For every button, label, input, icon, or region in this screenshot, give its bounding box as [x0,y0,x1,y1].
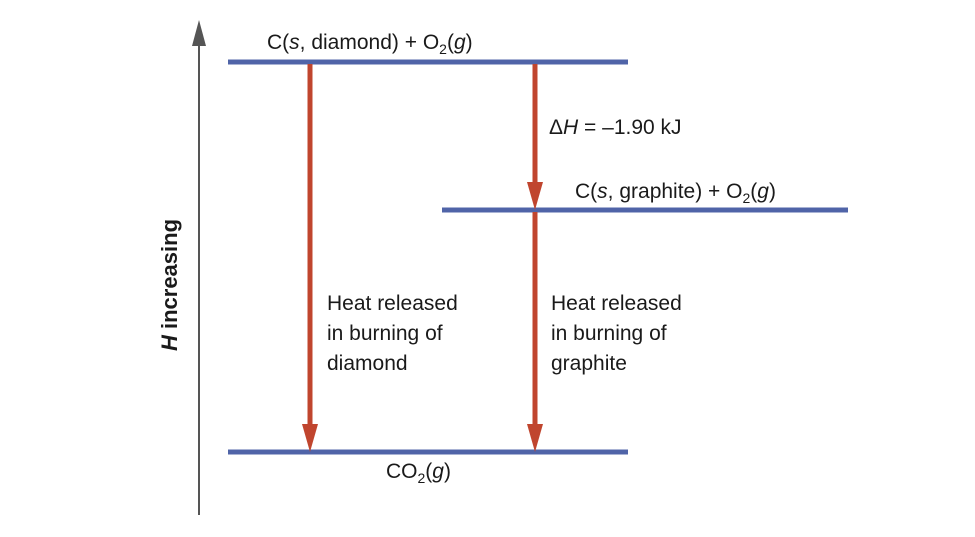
delta-h-label: ΔH = –1.90 kJ [549,113,682,143]
annotation-line: Heat released [551,292,682,315]
graphite-label-state: s [597,180,608,203]
annotation-line: diamond [327,352,408,375]
graphite-heat-released-annotation: Heat released in burning of graphite [551,289,741,379]
annotation-line: in burning of [327,322,443,345]
annotation-line: in burning of [551,322,667,345]
diamond-label-paren-open: ( [446,31,454,54]
diamond-label-subscript: 2 [439,41,447,57]
diamond-combustion-arrowhead [302,424,318,452]
enthalpy-symbol: H [157,335,182,352]
delta-symbol: Δ [549,116,564,139]
diamond-label-middle: , diamond) + O [299,31,440,54]
graphite-label-carbon: C( [575,180,598,203]
co2-label-subscript: 2 [417,470,426,486]
enthalpy-axis-label-text: increasing [157,218,182,336]
graphite-label-phase: g [757,180,769,203]
diamond-label-state: s [289,31,300,54]
diamond-label-phase: g [453,31,466,54]
delta-h-arrowhead [527,182,543,210]
co2-label-paren-close: ) [443,460,451,483]
co2-label-paren-open: ( [425,460,433,483]
delta-h-variable: H [563,116,579,139]
co2-label-phase: g [432,460,444,483]
co2-level-label: CO2(g) [386,457,451,488]
graphite-label-middle: , graphite) + O [607,180,743,203]
annotation-line: graphite [551,352,627,375]
diamond-label-carbon: C( [267,31,290,54]
diamond-label-paren-close: ) [465,31,473,54]
enthalpy-axis-arrowhead [192,20,206,46]
annotation-line: Heat released [327,292,458,315]
delta-h-value: = –1.90 kJ [578,116,682,139]
graphite-combustion-arrowhead [527,424,543,452]
diamond-heat-released-annotation: Heat released in burning of diamond [327,289,517,379]
diamond-level-label: C(s, diamond) + O2(g) [267,28,473,59]
graphite-label-paren-open: ( [750,180,758,203]
enthalpy-axis-label: H increasing [157,219,183,351]
graphite-label-paren-close: ) [768,180,776,203]
graphite-level-label: C(s, graphite) + O2(g) [575,177,776,208]
graphite-label-subscript: 2 [742,190,751,206]
co2-label-formula: CO [386,460,418,483]
